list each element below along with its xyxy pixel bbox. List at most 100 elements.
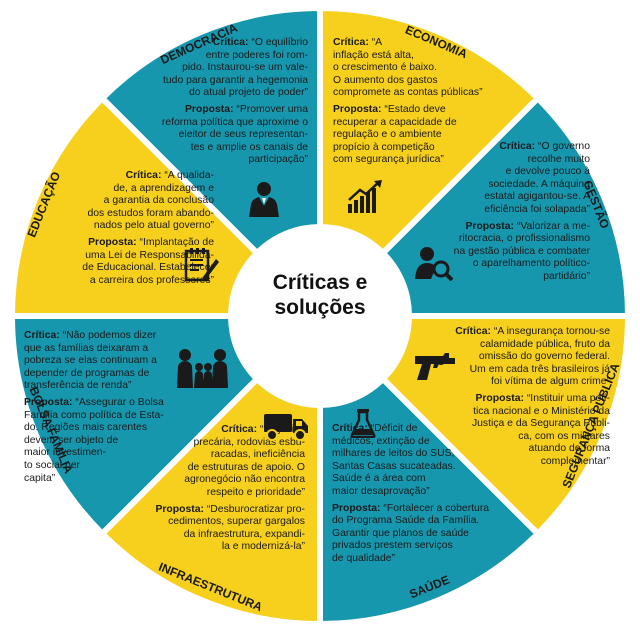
proposta-seguranca-line: tica nacional e o Ministério da: [473, 405, 610, 417]
critica-saude-line: maior desaprovação”: [332, 485, 430, 497]
proposta-economia-line: regulação e o ambiente: [333, 129, 442, 141]
proposta-economia-line: Proposta: “Estado deve: [333, 103, 446, 115]
critica-educacao-line: dos estudos foram abando-: [87, 207, 215, 219]
critica-saude-line: milhares de leitos do SUS,: [332, 448, 455, 460]
proposta-infraestrutura-line: cedimentos, superar gargalos: [168, 516, 305, 528]
proposta-infraestrutura-line: Proposta: “Desburocratizar pro-: [155, 503, 305, 515]
critica-saude-line: Saúde é a área com: [332, 473, 426, 485]
proposta-seguranca-label: Proposta:: [475, 392, 527, 404]
proposta-democracia-line: Proposta: “Promover uma: [185, 103, 308, 115]
critica-seguranca-line: calamidade pública, fruto da: [480, 338, 610, 350]
slice-democracia: [97, 4, 323, 324]
proposta-saude-label: Proposta:: [332, 502, 384, 514]
proposta-educacao-line: a carreira dos professores”: [89, 274, 214, 286]
critica-democracia-line: entre poderes foi rom-: [205, 49, 308, 61]
proposta-bolsa-label: Proposta:: [24, 396, 76, 408]
proposta-educacao-line: Proposta: “Implantação de: [88, 236, 214, 248]
critica-seguranca-line: foi vítima de algum crime”: [491, 376, 610, 388]
critica-infraestrutura-line: precária, rodovias esbu-: [193, 436, 305, 448]
critica-seguranca-line: Crítica: “A insegurança tornou-se: [455, 326, 610, 337]
flask-icon: [350, 409, 376, 438]
critica-gestao-line: recolhe muito: [527, 153, 590, 165]
critica-infraestrutura-line: agronegócio não encontra: [184, 474, 305, 486]
proposta-democracia-line: tes e amplie os canais de: [190, 141, 308, 153]
proposta-bolsa-line: maior investimen-: [24, 447, 106, 459]
proposta-economia-line: recuperar a capacidade de: [333, 116, 457, 128]
critica-economia-line: inflação está alta,: [333, 49, 414, 61]
slice-seguranca: [312, 313, 632, 539]
critica-economia-line: O aumento dos gastos: [333, 74, 438, 86]
critica-seguranca-line: Um em cada três brasileiros já: [469, 363, 610, 375]
search-person-icon: [415, 247, 453, 281]
critica-economia-label: Crítica:: [333, 37, 372, 48]
proposta-bolsa-line: devem ser objeto de: [24, 434, 119, 446]
proposta-infraestrutura-line: la e modernizá-la”: [221, 541, 305, 553]
critica-democracia-line: pido. Instaurou-se um vale-: [182, 62, 308, 74]
critica-economia-line: Crítica: “A: [333, 37, 383, 48]
critica-democracia-line: Crítica: “O equilíbrio: [212, 37, 308, 48]
critica-gestao-line: e devolve pouco à: [505, 166, 590, 178]
proposta-infraestrutura-label: Proposta:: [155, 503, 207, 515]
proposta-saude-line: do Programa Saúde da Família.: [332, 515, 480, 527]
proposta-bolsa-line: to social per: [24, 459, 81, 471]
proposta-gestao-line: na gestão pública e combater: [453, 245, 590, 257]
critica-gestao-line: sociedade. A máquina: [488, 178, 590, 190]
proposta-gestao-line: ritocracia, o profissionalismo: [458, 233, 590, 245]
critica-economia-line: compromete as contas públicas”: [333, 87, 483, 99]
proposta-economia-line: com segurança jurídica”: [333, 154, 444, 166]
slice-educacao: [8, 93, 328, 319]
critica-educacao-line: a garantia da conclusão: [103, 195, 214, 207]
critica-economia-line: o crescimento é baixo.: [333, 62, 437, 74]
slice-infraestrutura: [97, 308, 323, 628]
segment-educacao-text: Crítica: “A qualida-de, a aprendizagem e…: [26, 170, 214, 291]
critica-educacao-line: Crítica: “A qualida-: [125, 170, 214, 181]
proposta-gestao-label: Proposta:: [465, 220, 517, 232]
proposta-seguranca-line: atuando de forma: [528, 443, 610, 455]
slice-gestao: [312, 93, 632, 319]
critica-democracia-label: Crítica:: [212, 37, 252, 48]
revolver-icon: [415, 353, 455, 380]
critica-saude-line: médicos, extinção de: [332, 435, 430, 447]
proposta-gestao-line: partidário”: [543, 270, 590, 282]
proposta-gestao-line: Proposta: “Valorizar a me-: [465, 220, 590, 232]
center-hub: [228, 224, 412, 408]
critica-infraestrutura-line: de estruturas de apoio. O: [187, 461, 305, 473]
critica-infraestrutura-line: racadas, ineficiência: [210, 449, 305, 461]
proposta-infraestrutura: Proposta: “Desburocratizar pro-cedimento…: [100, 504, 305, 554]
critica-educacao-line: nados pelo atual governo”: [93, 220, 214, 232]
proposta-seguranca-line: Justiça e da Segurança Públi-: [471, 418, 610, 430]
proposta-gestao: Proposta: “Valorizar a me-ritocracia, o …: [400, 221, 590, 284]
proposta-democracia-line: participação”: [248, 154, 309, 166]
family-icon: [177, 349, 228, 388]
critica-bolsa-line: pobreza se elas continuam a: [24, 355, 157, 367]
proposta-saude-line: privados prestem serviços: [332, 540, 453, 552]
proposta-saude-line: de qualidade”: [332, 552, 395, 564]
critica-gestao-label: Crítica:: [499, 141, 539, 152]
critica-educacao-label: Crítica:: [125, 170, 165, 181]
critica-infraestrutura-label: Crítica:: [221, 424, 260, 435]
proposta-seguranca-line: Proposta: “Instituir uma polí-: [475, 392, 610, 404]
proposta-educacao-line: de Educacional. Estabelecer: [82, 262, 214, 274]
critica-saude-line: Crítica: “Déficit de: [332, 423, 418, 434]
proposta-seguranca-line: ca, com os militares: [518, 430, 610, 442]
diagram-title: Críticas e soluções: [220, 270, 420, 320]
critica-bolsa-line: depender de programas de: [24, 367, 150, 379]
critica-educacao: Crítica: “A qualida-de, a aprendizagem e…: [26, 170, 215, 233]
diagram-title-line-2: soluções: [274, 296, 366, 319]
proposta-democracia-line: eleitor de seus representan-: [178, 129, 308, 141]
